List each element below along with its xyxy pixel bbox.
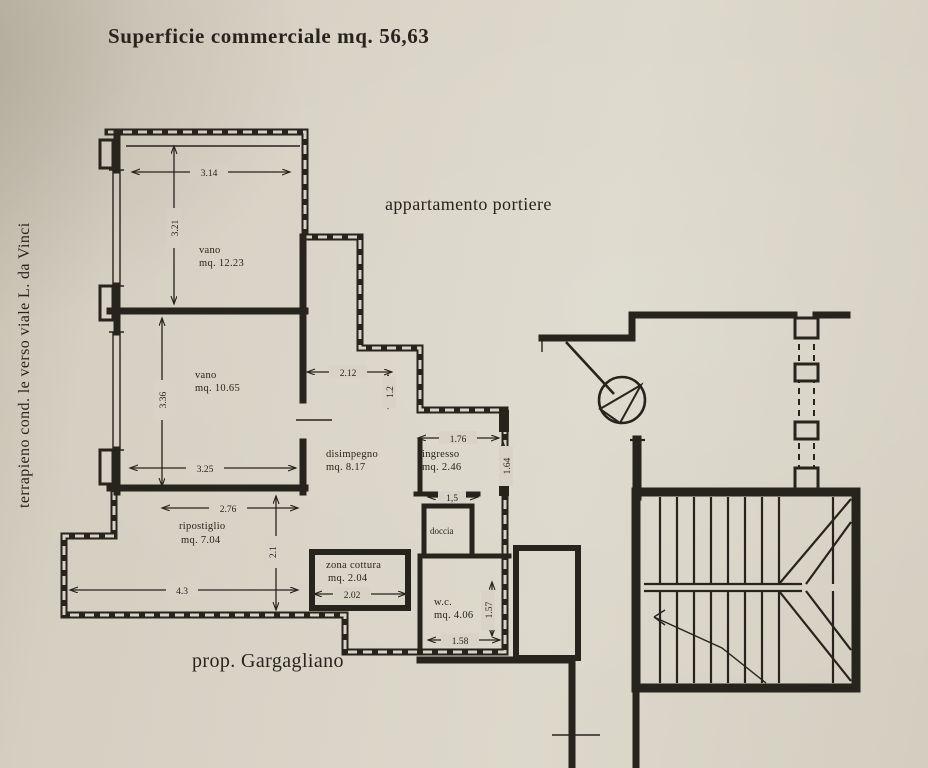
dimension-lines xyxy=(70,146,503,640)
dim-disimpegno-depth: 1.2 xyxy=(386,386,396,398)
room-ripostiglio-name: ripostiglio xyxy=(179,521,225,532)
owner-label: prop. Gargagliano xyxy=(192,650,344,672)
dim-ingresso-height: 1.64 xyxy=(503,457,513,474)
room-vano2-name: vano xyxy=(195,370,217,381)
dim-terrazzo-width: 4.3 xyxy=(176,587,188,597)
room-disimpegno-name: disimpegno xyxy=(326,449,378,460)
dim-ripostiglio-height: 2.1 xyxy=(269,546,279,558)
room-ingresso-name: ingresso xyxy=(422,449,459,460)
dim-disimpegno-width: 2.12 xyxy=(340,369,357,379)
room-doccia-name: doccia xyxy=(430,526,453,536)
room-disimpegno-area: mq. 8.17 xyxy=(326,462,365,473)
dim-vano1-height: 3.21 xyxy=(171,219,181,236)
dim-ingresso-opening: 1,5 xyxy=(446,494,458,504)
dim-vano2-height: 3.36 xyxy=(159,391,169,408)
room-wc-name: w.c. xyxy=(434,597,452,608)
apartment-label: appartamento portiere xyxy=(385,194,552,214)
dim-cottura-width: 2.02 xyxy=(344,591,361,601)
dim-wc-width: 1.58 xyxy=(452,637,469,647)
room-vano1-name: vano xyxy=(199,245,221,256)
apartment-boundary-wall xyxy=(60,128,509,656)
room-ripostiglio-area: mq. 7.04 xyxy=(181,535,221,546)
room-vano1-area: mq. 12.23 xyxy=(199,258,244,269)
shaft-circle-symbol xyxy=(565,341,647,425)
room-wc-area: mq. 4.06 xyxy=(434,610,473,621)
staircase xyxy=(631,487,861,693)
stair-direction-arrow xyxy=(653,609,767,684)
interior-walls xyxy=(98,129,851,768)
dim-vano1-width: 3.14 xyxy=(201,169,218,179)
dim-vano2-width: 3.25 xyxy=(197,465,214,475)
page-title: Superficie commerciale mq. 56,63 xyxy=(108,24,430,48)
room-labels: vano mq. 12.23 vano mq. 10.65 disimpegno… xyxy=(179,245,473,621)
dim-wc-height: 1.57 xyxy=(485,601,495,618)
courtyard-railing xyxy=(793,316,820,492)
dim-ingresso-width: 1.76 xyxy=(450,435,467,445)
room-cottura-area: mq. 2.04 xyxy=(328,573,368,584)
dim-ripostiglio-width: 2.76 xyxy=(220,505,237,515)
dimension-labels: 3.14 3.21 3.36 3.25 2.12 1.2 1.76 1.64 1… xyxy=(155,165,513,647)
room-vano2-area: mq. 10.65 xyxy=(195,383,240,394)
room-ingresso-area: mq. 2.46 xyxy=(422,462,461,473)
room-cottura-name: zona cottura xyxy=(326,560,381,571)
